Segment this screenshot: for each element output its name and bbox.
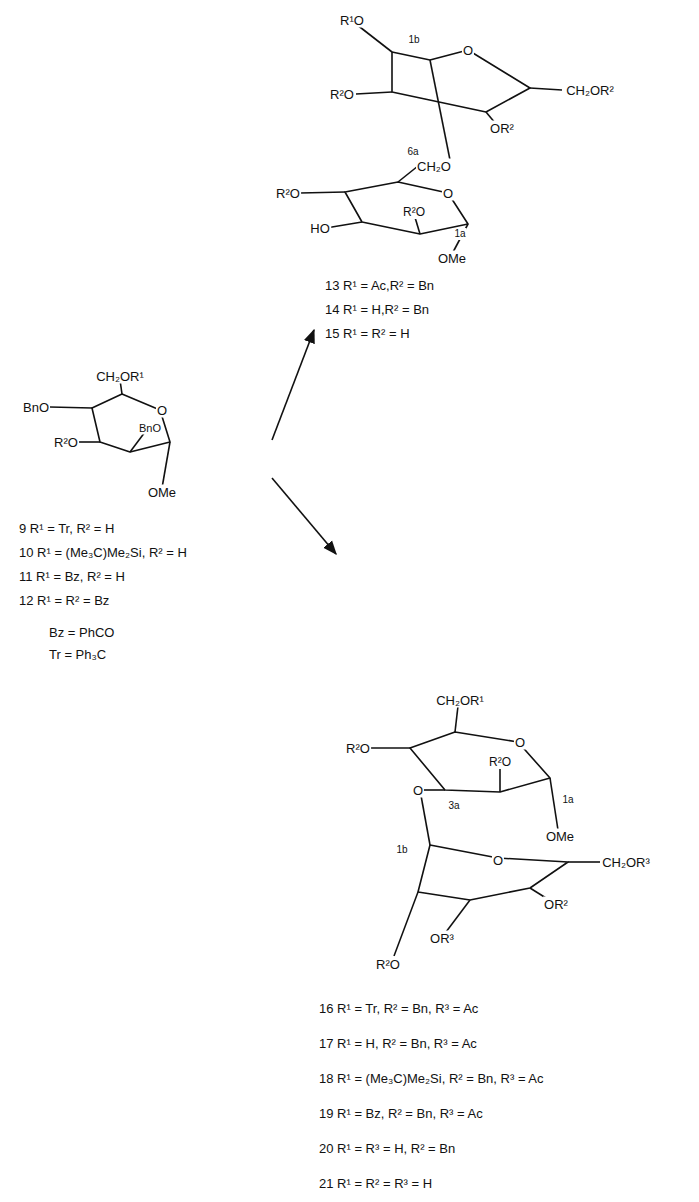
bond — [162, 442, 170, 488]
compound-list: 9 R¹ = Tr, R² = H — [18, 521, 115, 536]
atom-label: R²O — [488, 755, 512, 769]
position-number: 1a — [453, 228, 466, 240]
atom-label: R²O — [402, 205, 426, 219]
compound-list: 14 R¹ = H,R² = Bn — [324, 302, 430, 317]
bond — [356, 24, 392, 52]
reaction-arrow — [272, 478, 336, 554]
bond — [446, 900, 470, 932]
position-number: 6a — [406, 146, 419, 158]
pyranose-ring — [345, 182, 468, 234]
ring-oxygen: O — [514, 735, 526, 750]
bond — [394, 892, 418, 956]
bond — [356, 92, 392, 94]
bond — [398, 166, 418, 182]
abbreviation: Bz = PhCO — [48, 625, 115, 640]
position-number: 3a — [447, 800, 460, 812]
atom-label: OR² — [543, 897, 569, 912]
ring-oxygen: O — [442, 186, 454, 201]
atom-label: OMe — [437, 251, 467, 266]
atom-label: R¹O — [339, 13, 365, 28]
glycosidic-oxygen: O — [412, 783, 424, 798]
bond — [420, 790, 430, 845]
atom-label: R²O — [375, 957, 401, 972]
bond — [430, 60, 450, 160]
bond — [568, 861, 600, 863]
compound-list: 16 R¹ = Tr, R² = Bn, R³ = Ac — [318, 1001, 479, 1016]
atom-label: OMe — [147, 485, 177, 500]
atom-label: HO — [309, 221, 331, 236]
atom-label: CH₂O — [416, 159, 452, 174]
pyranose-ring — [392, 50, 530, 112]
position-number: 1a — [561, 794, 574, 806]
bond — [326, 222, 362, 228]
reaction-arrow — [272, 330, 314, 440]
atom-label: R²O — [275, 186, 301, 201]
bond — [130, 432, 145, 452]
atom-label: R²O — [345, 741, 371, 756]
ring-oxygen: O — [462, 43, 474, 58]
abbreviation: Tr = Ph₃C — [48, 647, 107, 662]
atom-label: CH₂OR¹ — [95, 369, 145, 384]
atom-label: CH₂OR² — [565, 83, 615, 98]
ring-oxygen: O — [156, 403, 168, 418]
atom-label: R²O — [329, 87, 355, 102]
bond — [50, 407, 92, 408]
compound-list: 19 R¹ = Bz, R² = Bn, R³ = Ac — [318, 1106, 484, 1121]
atom-label: R²O — [53, 435, 79, 450]
bond — [530, 88, 562, 90]
compound-list: 15 R¹ = R² = H — [324, 326, 411, 341]
bond — [550, 778, 558, 830]
compound-list: 20 R¹ = R³ = H, R² = Bn — [318, 1141, 456, 1156]
bond — [78, 441, 100, 443]
compound-list: 18 R¹ = (Me₃C)Me₂Si, R² = Bn, R³ = Ac — [318, 1071, 545, 1086]
atom-label: OR³ — [429, 931, 455, 946]
pyranose-ring — [418, 845, 568, 900]
atom-label: BnO — [138, 422, 162, 435]
position-number: 1b — [395, 844, 408, 856]
bond — [452, 224, 468, 254]
atom-label: OMe — [545, 829, 575, 844]
compound-list: 12 R¹ = R² = Bz — [18, 593, 110, 608]
bond — [370, 747, 410, 749]
bond — [300, 192, 345, 193]
compound-list: 11 R¹ = Bz, R² = H — [18, 569, 126, 584]
atom-label: CH₂OR¹ — [435, 693, 485, 708]
pyranose-ring — [410, 732, 550, 792]
pyranose-ring — [92, 394, 170, 452]
compound-list: 21 R¹ = R² = R³ = H — [318, 1176, 433, 1191]
compound-list: 13 R¹ = Ac,R² = Bn — [324, 278, 435, 293]
ring-oxygen: O — [492, 853, 504, 868]
atom-label: BnO — [22, 400, 50, 415]
bond — [499, 766, 501, 792]
bond — [455, 706, 458, 732]
atom-label: CH₂OR³ — [601, 855, 651, 870]
atom-label: OR² — [489, 121, 515, 136]
position-number: 1b — [407, 34, 420, 46]
compound-list: 17 R¹ = H, R² = Bn, R³ = Ac — [318, 1036, 478, 1051]
compound-list: 10 R¹ = (Me₃C)Me₂Si, R² = H — [18, 545, 188, 560]
